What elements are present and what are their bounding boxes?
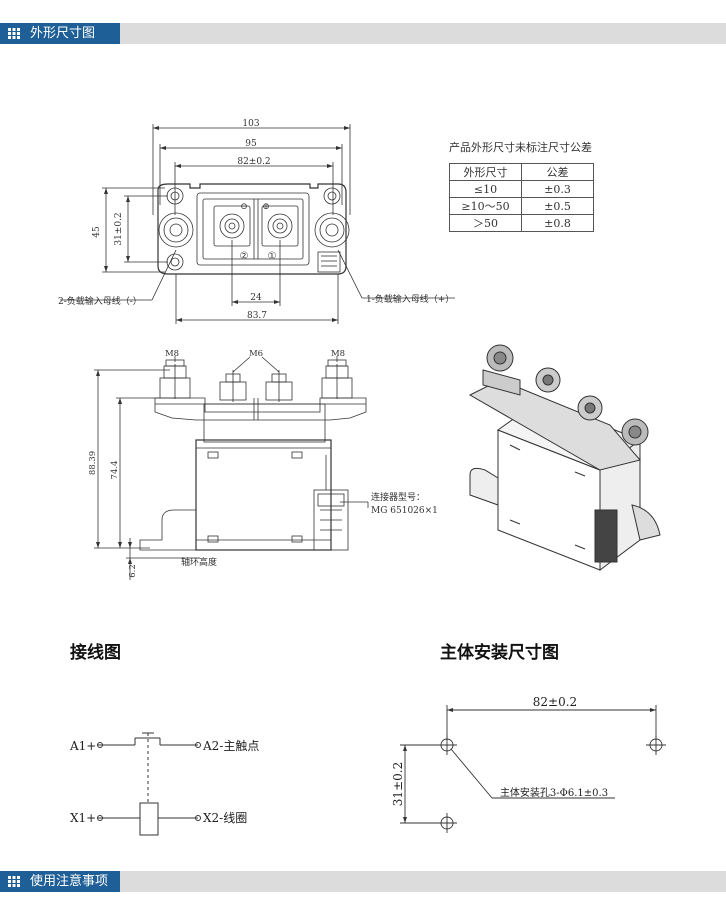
section-header-notes: 使用注意事项: [0, 871, 726, 892]
dim-82: 82±0.2: [237, 157, 270, 167]
terminal-1-label: ①: [268, 251, 277, 262]
table-row: ＞50 ±0.8: [449, 214, 594, 232]
wiring-a2-label: A2-主触点: [202, 739, 259, 753]
tolerance-table: 外形尺寸 公差 ≤10 ±0.3 ≥10～50 ±0.5 ＞50 ±0.8: [449, 163, 594, 232]
dim-74-4: 74.4: [110, 461, 120, 480]
callout-positive: 1-负载输入母线（+）: [366, 293, 454, 305]
dim-31: 31±0.2: [114, 212, 124, 245]
product-isometric-image: [468, 344, 661, 571]
dim-m8-left: M8: [165, 349, 179, 359]
mount-dim-31: 31±0.2: [391, 762, 405, 806]
table-cell: ＞50: [449, 214, 522, 232]
tolerance-title: 产品外形尺寸未标注尺寸公差: [449, 141, 592, 154]
table-row: ≥10～50 ±0.5: [449, 197, 594, 215]
section-title: 外形尺寸图: [30, 26, 96, 41]
mounting-diagram-title: 主体安装尺寸图: [440, 643, 559, 663]
wiring-a1-label: A1+: [69, 739, 96, 753]
dim-m8-right: M8: [331, 349, 345, 359]
table-cell: ≥10～50: [449, 197, 522, 215]
connector-model-value: MG 651026×1: [371, 506, 438, 516]
grid-icon: [8, 28, 20, 39]
wiring-diagram-title: 接线图: [70, 643, 121, 663]
callout-negative: 2-负载输入母线（-）: [58, 295, 142, 307]
ring-height-label: 轴环高度: [181, 556, 217, 568]
table-header-cell: 外形尺寸: [449, 163, 522, 181]
wiring-x1-label: X1+: [70, 811, 96, 825]
dim-24: 24: [250, 293, 262, 303]
dim-95: 95: [245, 139, 257, 149]
table-header-cell: 公差: [521, 163, 594, 181]
dim-103: 103: [242, 119, 259, 129]
mount-hole-label: 主体安装孔3-Φ6.1±0.3: [500, 786, 608, 799]
section-tab: 使用注意事项: [0, 871, 120, 892]
section-tab: 外形尺寸图: [0, 23, 120, 44]
dim-6-2: 6.2: [128, 564, 138, 578]
section-title: 使用注意事项: [30, 874, 109, 889]
terminal-plus-label: ⊕: [262, 202, 270, 212]
table-cell: ±0.3: [521, 180, 594, 198]
table-cell: ±0.8: [521, 214, 594, 232]
dim-88-39: 88.39: [88, 451, 98, 475]
dim-45: 45: [92, 226, 102, 238]
table-row: ≤10 ±0.3: [449, 180, 594, 198]
dim-m6: M6: [249, 349, 263, 359]
table-cell: ≤10: [449, 180, 522, 198]
connector-model-label: 连接器型号：: [371, 491, 425, 503]
table-row: 外形尺寸 公差: [449, 163, 594, 181]
terminal-minus-label: ⊖: [240, 202, 248, 212]
table-cell: ±0.5: [521, 197, 594, 215]
terminal-2-label: ②: [240, 251, 249, 262]
mount-dim-82: 82±0.2: [533, 695, 577, 709]
section-header-dimensions: 外形尺寸图: [0, 23, 726, 44]
grid-icon: [8, 876, 20, 887]
dim-83-7: 83.7: [247, 311, 267, 321]
wiring-x2-label: X2-线圈: [203, 811, 247, 825]
